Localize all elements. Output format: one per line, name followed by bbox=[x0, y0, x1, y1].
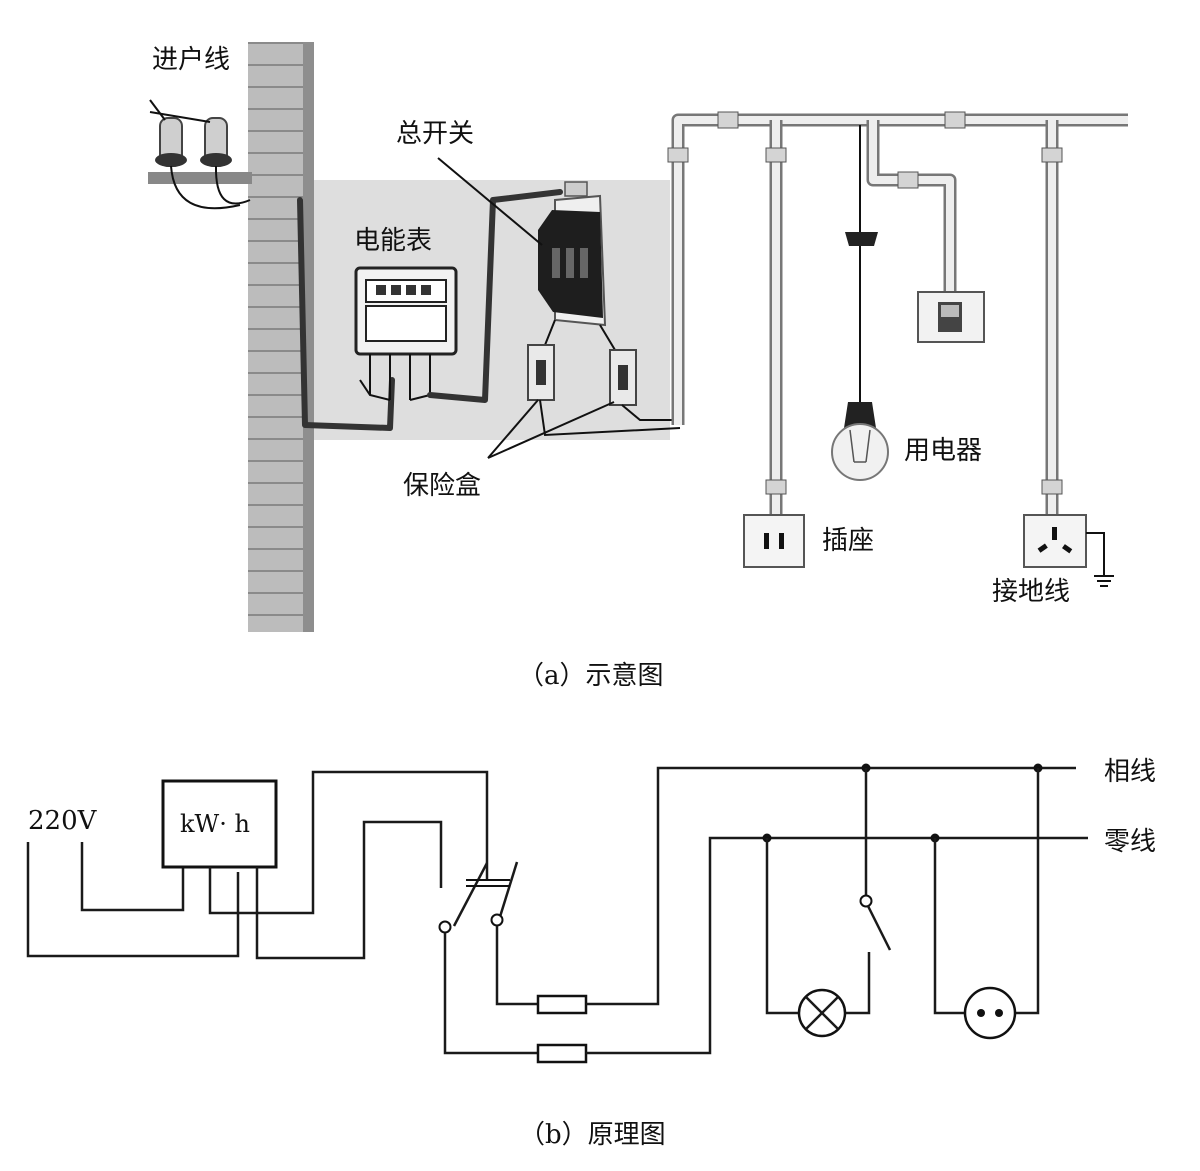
fuse-pointer-left bbox=[487, 399, 539, 459]
energy-meter-box bbox=[161, 779, 278, 869]
meter-unit-label: kW· h bbox=[180, 810, 250, 838]
lamp-switch-blade bbox=[866, 905, 892, 951]
lamp-branch-neutral bbox=[765, 838, 798, 1015]
live-branch-to-fuse bbox=[495, 926, 538, 1006]
insulator-bracket bbox=[148, 99, 252, 210]
meter-out-2 bbox=[255, 820, 443, 960]
socket-symbol bbox=[963, 986, 1017, 1040]
label-appliance: 用电器 bbox=[904, 436, 982, 466]
fuse-pointer-right bbox=[487, 401, 615, 459]
two-hole-socket bbox=[743, 514, 805, 568]
lamp-symbol bbox=[797, 988, 847, 1038]
neutral-main bbox=[586, 836, 1088, 1055]
lamp-branch-return bbox=[846, 952, 871, 1015]
fuse-2 bbox=[536, 1043, 588, 1064]
live-main bbox=[586, 766, 1076, 1006]
meter-to-switch-cable bbox=[427, 189, 563, 403]
pendant-lamp bbox=[831, 125, 889, 481]
main-switch-pointer bbox=[437, 157, 543, 246]
main-switch bbox=[538, 181, 607, 327]
fuse-boxes bbox=[527, 319, 682, 437]
incoming-cable bbox=[297, 197, 395, 431]
label-main-switch: 总开关 bbox=[396, 119, 474, 149]
fuse-1 bbox=[536, 994, 588, 1015]
neutral-branch-to-fuse bbox=[443, 933, 538, 1055]
label-supply-voltage: 220V bbox=[28, 806, 98, 836]
label-energy-meter: 电能表 bbox=[354, 226, 432, 256]
label-neutral-wire: 零线 bbox=[1104, 827, 1156, 857]
label-service-line: 进户线 bbox=[152, 45, 230, 75]
caption-pictorial: （a）示意图 bbox=[518, 661, 664, 691]
double-pole-switch bbox=[438, 861, 519, 934]
pictorial-diagram: 进户线 总开关 电能表 保险盒 用电器 插座 接地线 （a）示意图 bbox=[148, 42, 1128, 691]
wall-switch bbox=[917, 291, 985, 343]
conduit-network bbox=[667, 111, 1128, 530]
socket-branch-neutral bbox=[933, 838, 966, 1015]
lamp-switch-contact bbox=[859, 894, 873, 908]
energy-meter bbox=[354, 266, 458, 401]
supply-lead-2 bbox=[80, 842, 185, 912]
label-fuse-box: 保险盒 bbox=[403, 471, 481, 501]
socket-branch-live bbox=[1015, 768, 1040, 1015]
label-ground-wire: 接地线 bbox=[992, 577, 1070, 607]
caption-schematic: （b）原理图 bbox=[519, 1120, 666, 1150]
label-live-wire: 相线 bbox=[1104, 757, 1156, 787]
label-socket: 插座 bbox=[822, 526, 874, 556]
schematic-diagram: kW· h bbox=[26, 757, 1156, 1150]
three-hole-socket bbox=[1023, 514, 1114, 587]
meter-out-1 bbox=[208, 770, 489, 915]
